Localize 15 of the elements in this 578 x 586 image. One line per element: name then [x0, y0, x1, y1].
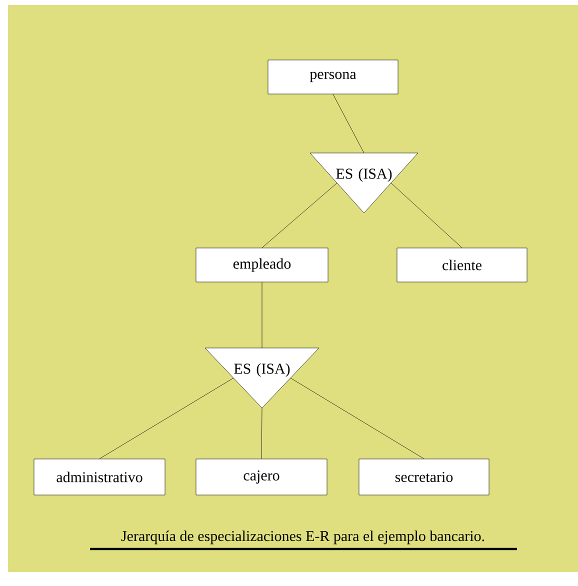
entity-box: persona [268, 60, 398, 94]
connector-line [262, 182, 338, 248]
entity-box: secretario [358, 458, 490, 496]
caption: Jerarquía de especializaciones E-R para el ejemplo bancario. [121, 530, 484, 544]
connector-line [261, 408, 262, 459]
entity-box: administrativo [34, 458, 166, 496]
entity-box: empleado [196, 248, 328, 282]
isa-triangle: ES (ISA) [310, 152, 418, 214]
isa-triangle: ES (ISA) [204, 348, 320, 408]
connector-line [332, 94, 364, 154]
connector-line [290, 378, 424, 459]
entity-box: cliente [396, 248, 528, 282]
connector-line [99, 378, 234, 459]
entity-box: cajero [196, 458, 328, 496]
connector-line [390, 182, 462, 248]
